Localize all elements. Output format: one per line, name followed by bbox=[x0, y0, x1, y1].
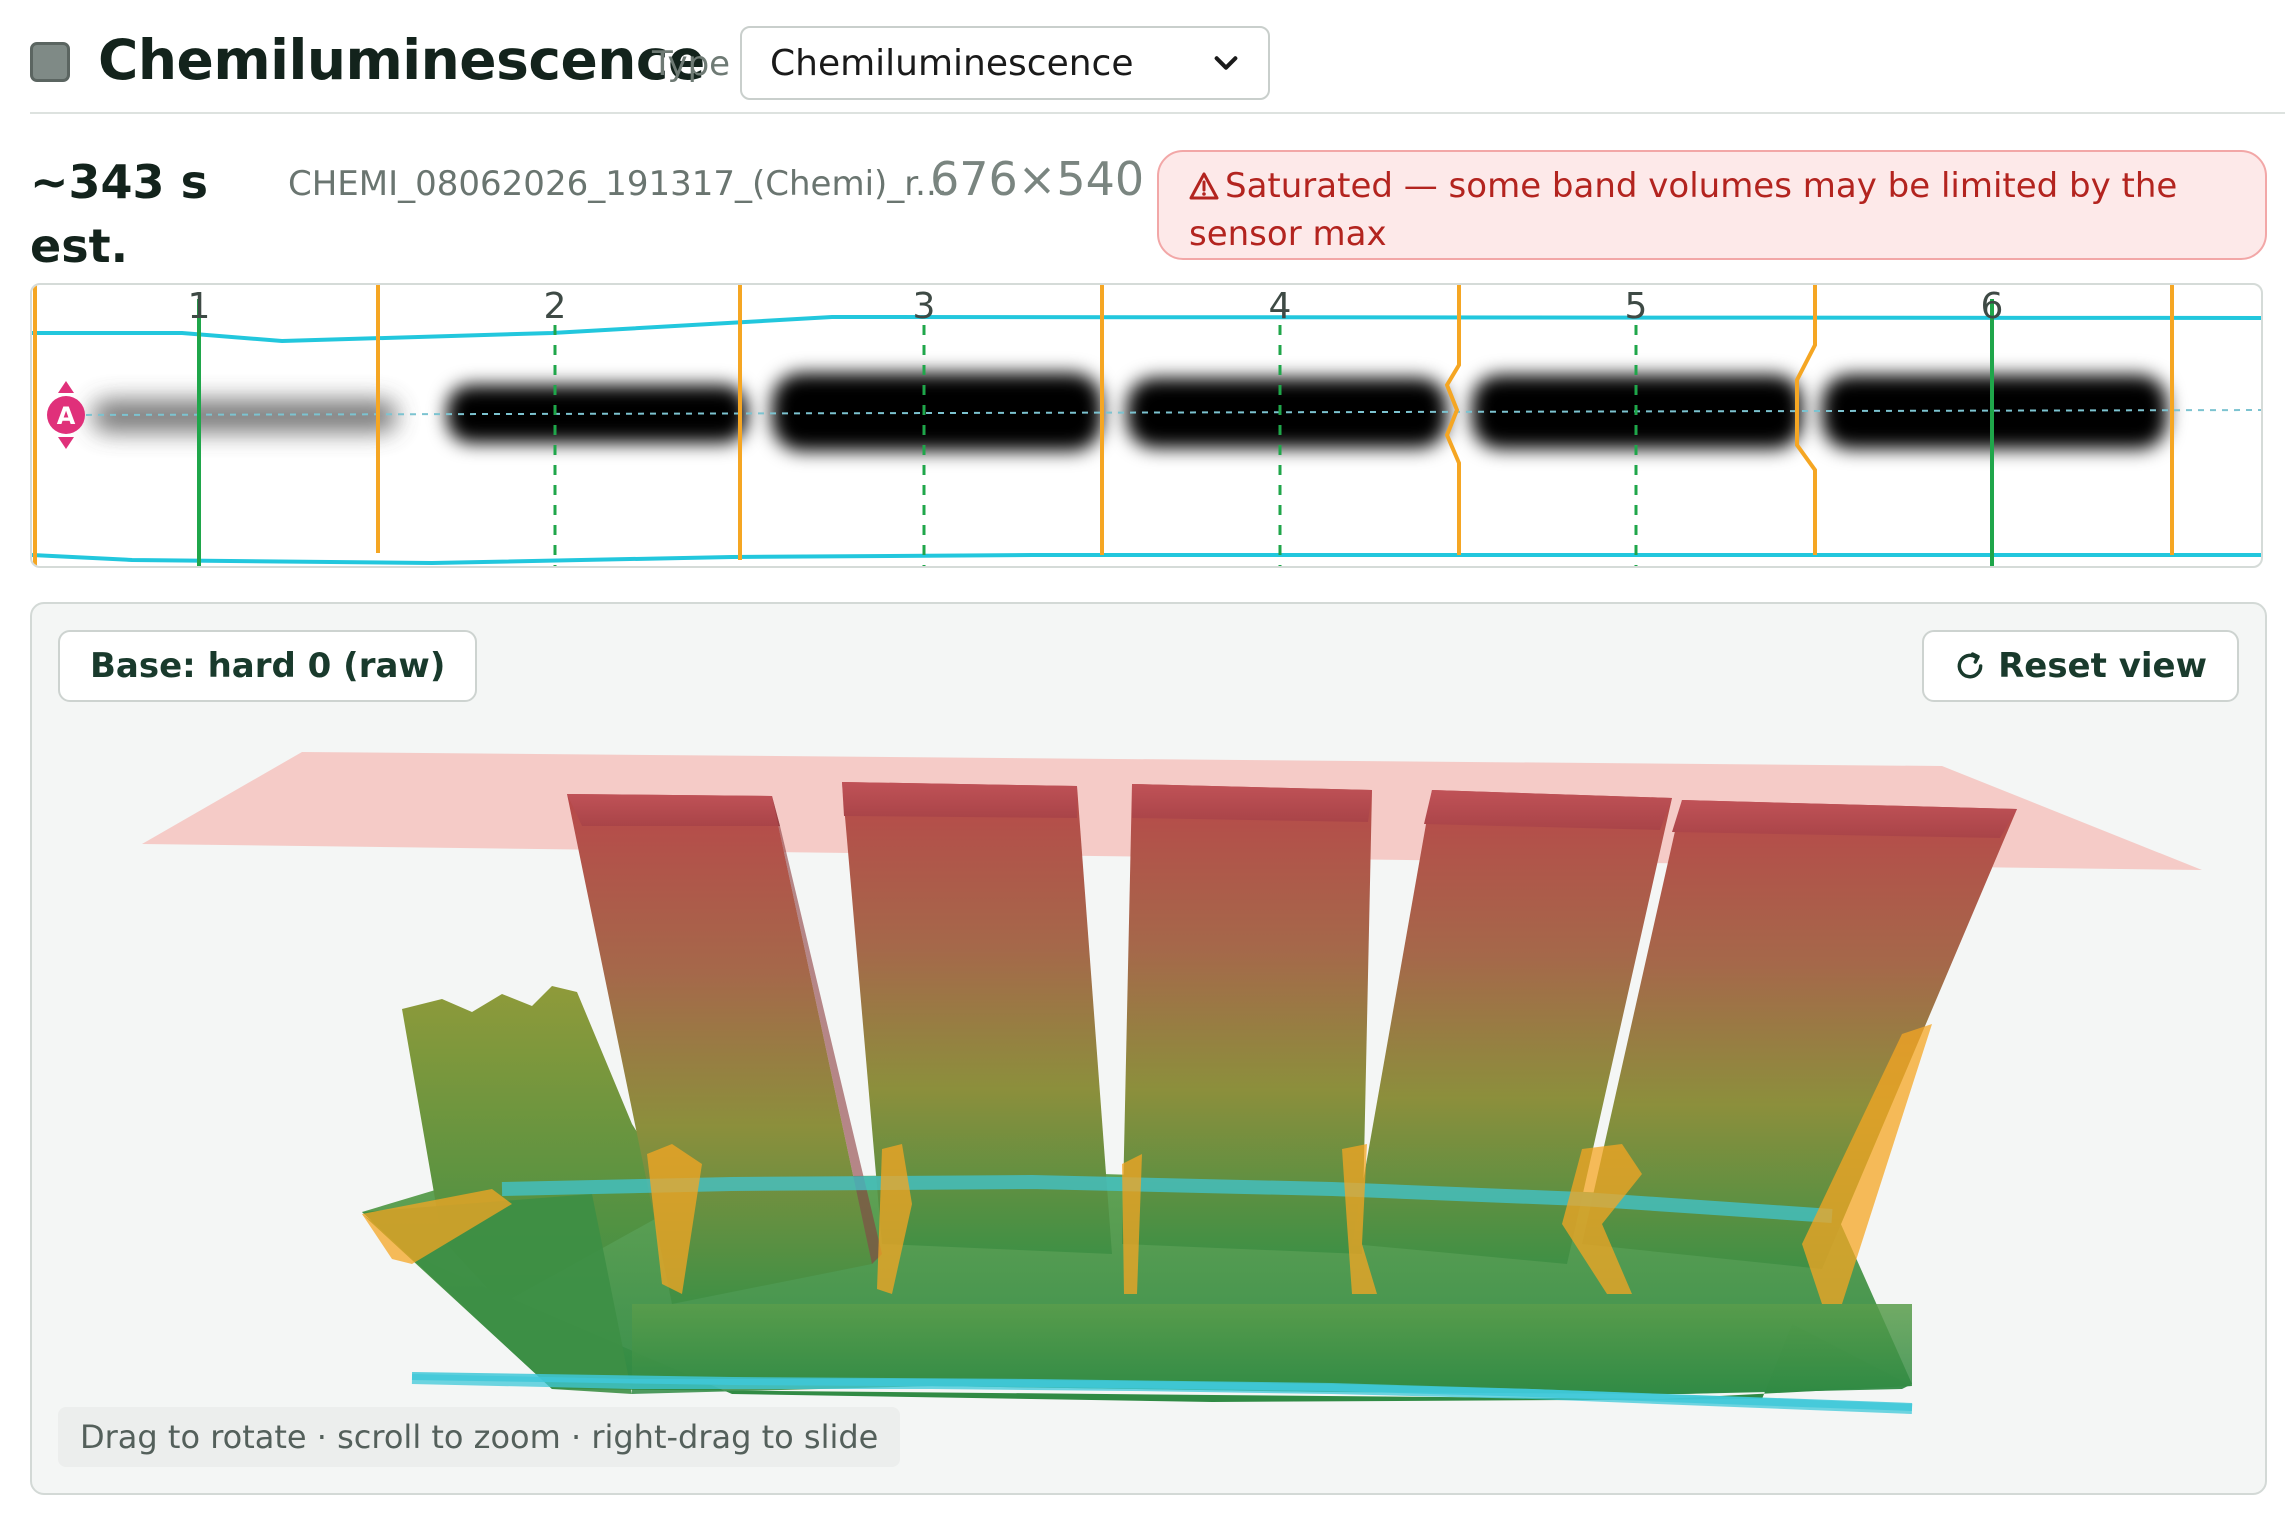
exposure-estimate: ~343 s est. bbox=[30, 155, 208, 273]
color-swatch-checkbox[interactable] bbox=[30, 42, 70, 82]
surface-floor-mid bbox=[632, 1304, 1912, 1394]
lane-border-ribbon bbox=[1342, 1144, 1377, 1294]
lane-number-2: 2 bbox=[544, 286, 567, 327]
base-mode-button[interactable]: Base: hard 0 (raw) bbox=[58, 630, 478, 702]
navigation-hint: Drag to rotate · scroll to zoom · right-… bbox=[58, 1407, 901, 1467]
surface-peak-lane-5 bbox=[1352, 790, 1672, 1264]
gel-band-6 bbox=[1822, 375, 2167, 449]
band-marker-a[interactable]: A bbox=[47, 381, 85, 449]
warning-triangle-icon bbox=[1189, 162, 1219, 210]
chevron-down-icon bbox=[1214, 56, 1238, 70]
gel-band-1 bbox=[92, 400, 397, 432]
lane-top-boundary bbox=[32, 314, 2261, 344]
lane-border-ribbon bbox=[1562, 1144, 1642, 1294]
page-title: Chemiluminescence bbox=[98, 28, 705, 92]
type-select[interactable]: Chemiluminescence bbox=[740, 26, 1270, 100]
lane-border-ribbon bbox=[647, 1144, 702, 1294]
reset-view-label: Reset view bbox=[1998, 646, 2207, 686]
lane-bottom-boundary bbox=[32, 553, 2261, 566]
gel-band-2 bbox=[447, 385, 747, 443]
lane-border bbox=[1444, 285, 1461, 555]
saturation-alert: Saturated — some band volumes may be lim… bbox=[1157, 150, 2267, 260]
gel-image: 1 2 3 4 5 6 A bbox=[32, 285, 2261, 566]
band-marker-label: A bbox=[57, 402, 76, 430]
surface-3d-viewer[interactable]: Base: hard 0 (raw) Reset view Drag to ro… bbox=[30, 602, 2267, 1495]
lane-border-ribbon bbox=[877, 1144, 912, 1294]
lane-number-6: 6 bbox=[1981, 286, 2004, 327]
surface-peak-lane-3 bbox=[842, 782, 1112, 1254]
lane-border-ribbon bbox=[362, 1189, 512, 1264]
type-label: Type bbox=[652, 44, 731, 84]
surface-peak-lane-4 bbox=[1122, 784, 1372, 1254]
lane-number-1: 1 bbox=[188, 286, 211, 327]
saturation-alert-text: Saturated — some band volumes may be lim… bbox=[1189, 166, 2178, 254]
lane-border-ribbon bbox=[1802, 1024, 1932, 1304]
lane-border-ribbon bbox=[1122, 1154, 1142, 1294]
type-select-value: Chemiluminescence bbox=[770, 42, 1134, 84]
image-dimensions: 676×540 bbox=[930, 152, 1145, 206]
surface-3d-canvas[interactable] bbox=[32, 604, 2267, 1495]
lane-number-5: 5 bbox=[1625, 286, 1648, 327]
lane-number-3: 3 bbox=[913, 286, 936, 327]
reset-icon bbox=[1957, 652, 1983, 679]
reset-view-button[interactable]: Reset view bbox=[1922, 630, 2239, 702]
base-edge-ribbon bbox=[411, 1372, 1913, 1411]
lane-borders bbox=[33, 285, 2174, 566]
lane-number-4: 4 bbox=[1269, 286, 1292, 327]
surface-peak-lane-6 bbox=[1582, 800, 2017, 1269]
lane-border bbox=[1795, 285, 1817, 555]
gel-band-3 bbox=[772, 373, 1102, 451]
file-name: CHEMI_08062026_191317_(Chemi)_r... bbox=[288, 164, 948, 204]
header-divider bbox=[30, 112, 2285, 114]
surface-peak-lane-2 bbox=[567, 794, 882, 1304]
gel-lane-strip[interactable]: 1 2 3 4 5 6 A bbox=[30, 283, 2263, 568]
lane-border-ribbons bbox=[362, 1024, 1932, 1304]
